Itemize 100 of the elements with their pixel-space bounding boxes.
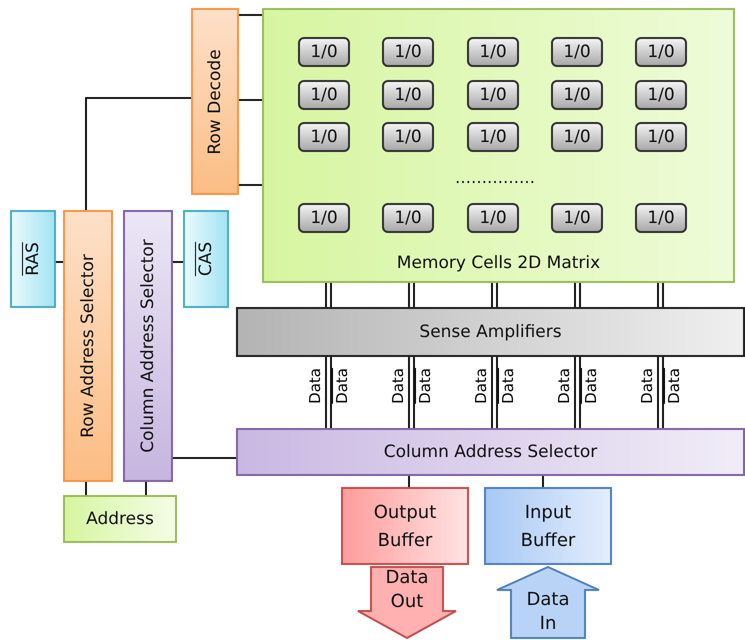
memory-cell bbox=[551, 80, 603, 110]
edge-label: Data bbox=[391, 368, 406, 404]
memory-cell bbox=[467, 203, 519, 233]
block-box bbox=[63, 210, 113, 482]
cell-value: 1/0 bbox=[562, 41, 592, 64]
block-label: Output Buffer bbox=[372, 501, 438, 553]
connector-line bbox=[496, 357, 498, 428]
connector-line bbox=[145, 482, 147, 495]
cell-value: 1/0 bbox=[478, 126, 508, 149]
signal-box bbox=[10, 210, 56, 308]
memory-cell bbox=[298, 122, 350, 152]
connector-line bbox=[239, 184, 262, 186]
cell-value: 1/0 bbox=[478, 207, 508, 230]
connector-line bbox=[408, 357, 410, 428]
edge-label: Data bbox=[584, 368, 599, 404]
connector-line bbox=[574, 283, 576, 307]
connector-line bbox=[85, 97, 191, 210]
connector-line bbox=[579, 357, 581, 428]
block-box bbox=[63, 495, 177, 543]
cell-value: 1/0 bbox=[562, 207, 592, 230]
block-label: Data Out bbox=[384, 566, 430, 614]
edge-label: Data bbox=[335, 368, 350, 404]
edge-label: Data bbox=[557, 368, 572, 404]
block-label: Input Buffer bbox=[520, 501, 576, 553]
cell-value: 1/0 bbox=[393, 84, 423, 107]
block-box bbox=[123, 210, 173, 482]
memory-cell bbox=[467, 37, 519, 67]
edge-label: Data bbox=[418, 368, 433, 404]
cell-value: 1/0 bbox=[562, 126, 592, 149]
memory-cell bbox=[467, 80, 519, 110]
input-arrow bbox=[496, 566, 600, 639]
memory-cell bbox=[467, 122, 519, 152]
matrix-title: Memory Cells 2D Matrix bbox=[396, 253, 602, 273]
memory-cell bbox=[635, 122, 687, 152]
edge-label: Data bbox=[640, 368, 655, 404]
block-label: Row Address Selector bbox=[78, 254, 98, 438]
signal-box bbox=[183, 210, 229, 308]
edge-label: Data bbox=[308, 368, 323, 404]
connector-line bbox=[542, 476, 544, 487]
memory-cell bbox=[551, 37, 603, 67]
connector-line bbox=[325, 283, 327, 307]
memory-matrix-panel bbox=[262, 8, 735, 283]
edge-label: Data bbox=[501, 368, 516, 404]
block-label: CAS bbox=[196, 242, 216, 276]
cell-value: 1/0 bbox=[646, 41, 676, 64]
connector-line bbox=[579, 283, 581, 307]
connector-line bbox=[330, 283, 332, 307]
memory-cell bbox=[298, 80, 350, 110]
cell-value: 1/0 bbox=[478, 84, 508, 107]
connector-line bbox=[657, 357, 659, 428]
memory-cell bbox=[635, 37, 687, 67]
cell-value: 1/0 bbox=[309, 126, 339, 149]
cell-value: 1/0 bbox=[393, 41, 423, 64]
memory-cell bbox=[298, 203, 350, 233]
memory-cell bbox=[382, 37, 434, 67]
block-label: Sense Amplifiers bbox=[418, 322, 563, 342]
memory-cell bbox=[635, 80, 687, 110]
memory-cell bbox=[382, 203, 434, 233]
buffer-box bbox=[484, 487, 612, 565]
cell-value: 1/0 bbox=[646, 126, 676, 149]
block-box bbox=[236, 307, 745, 357]
edge-label: Data bbox=[474, 368, 489, 404]
connector-line bbox=[239, 14, 262, 16]
memory-cell bbox=[298, 37, 350, 67]
block-label: Row Decode bbox=[205, 48, 225, 154]
cell-value: 1/0 bbox=[309, 84, 339, 107]
connector-line bbox=[574, 357, 576, 428]
cell-value: 1/0 bbox=[393, 126, 423, 149]
connector-line bbox=[413, 283, 415, 307]
cell-value: 1/0 bbox=[646, 84, 676, 107]
block-label: Address bbox=[85, 509, 155, 529]
block-label: Column Address Selector bbox=[382, 442, 598, 462]
ellipsis-dots: …………… bbox=[455, 168, 535, 187]
cell-value: 1/0 bbox=[309, 207, 339, 230]
block-box bbox=[236, 428, 745, 476]
memory-cell bbox=[635, 203, 687, 233]
memory-cell bbox=[382, 122, 434, 152]
connector-line bbox=[330, 357, 332, 428]
memory-cell bbox=[551, 122, 603, 152]
output-arrow bbox=[357, 566, 457, 639]
connector-line bbox=[408, 283, 410, 307]
connector-line bbox=[657, 283, 659, 307]
connector-line bbox=[173, 457, 236, 459]
memory-cell bbox=[382, 80, 434, 110]
connector-line bbox=[496, 283, 498, 307]
block-label: Column Address Selector bbox=[138, 239, 158, 453]
edge-label: Data bbox=[667, 368, 682, 404]
block-label: RAS bbox=[23, 242, 43, 276]
cell-value: 1/0 bbox=[309, 41, 339, 64]
connector-line bbox=[662, 357, 664, 428]
cell-value: 1/0 bbox=[562, 84, 592, 107]
connector-line bbox=[413, 357, 415, 428]
connector-line bbox=[325, 357, 327, 428]
connector-line bbox=[662, 283, 664, 307]
memory-cell bbox=[551, 203, 603, 233]
connector-line bbox=[491, 357, 493, 428]
cell-value: 1/0 bbox=[393, 207, 423, 230]
connector-line bbox=[239, 99, 262, 101]
cell-value: 1/0 bbox=[478, 41, 508, 64]
connector-line bbox=[85, 482, 87, 495]
